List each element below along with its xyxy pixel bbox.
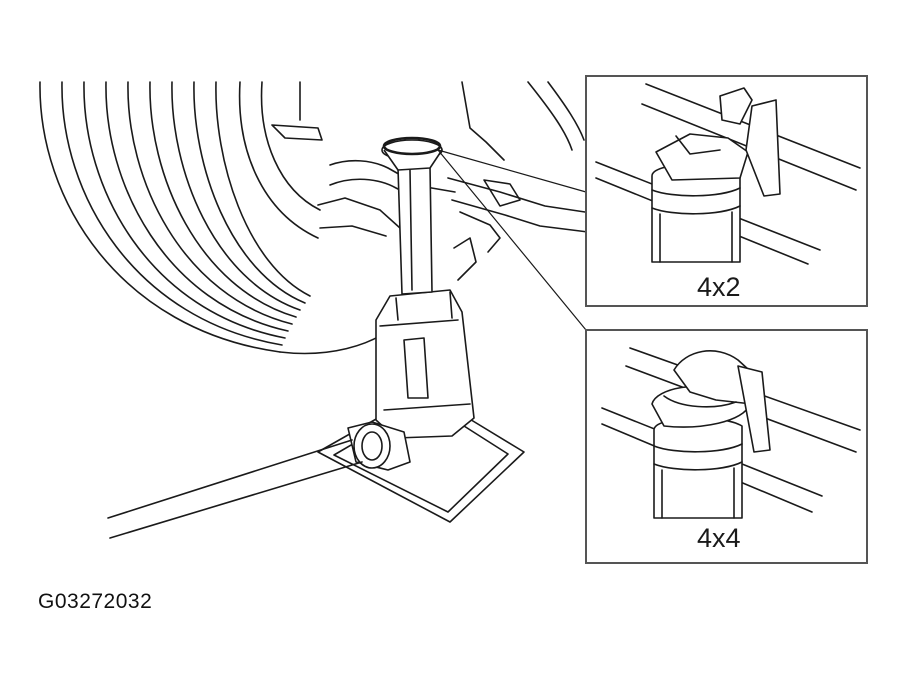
callout-lines xyxy=(437,149,587,331)
tire-illustration xyxy=(39,81,393,355)
inset-4x4: 4x4 xyxy=(585,329,868,564)
inset-4x2: 4x2 xyxy=(585,75,868,307)
inset-4x2-label: 4x2 xyxy=(697,272,741,302)
inset-4x4-label: 4x4 xyxy=(697,523,741,553)
vehicle-axle xyxy=(317,81,589,281)
bottle-jack xyxy=(107,136,525,539)
figure-id-label: G03272032 xyxy=(38,590,153,613)
